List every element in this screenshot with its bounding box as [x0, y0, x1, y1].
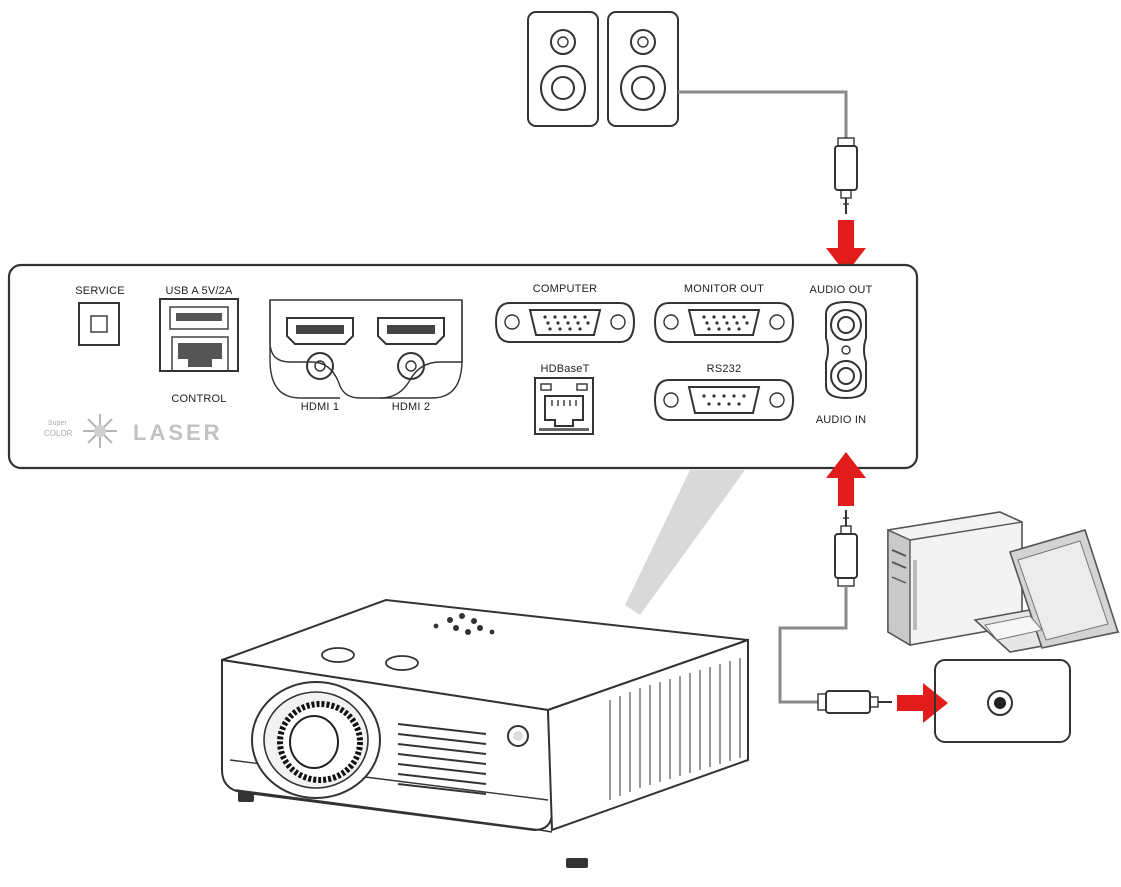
hdmi2-label: HDMI 2 — [392, 401, 430, 413]
audio-group — [825, 300, 867, 400]
control-port — [171, 336, 229, 372]
source-audio-jack — [934, 659, 1071, 743]
logo-super: Super — [48, 420, 67, 427]
monitor-out-label: MONITOR OUT — [684, 283, 764, 295]
computer-label: COMPUTER — [533, 283, 598, 295]
rs232-label: RS232 — [707, 363, 742, 375]
view-beam — [625, 470, 745, 615]
hdmi-group — [269, 299, 463, 399]
audio-in-label: AUDIO IN — [816, 414, 867, 426]
service-label: SERVICE — [75, 285, 125, 297]
front-vents — [397, 723, 487, 795]
audio-out-port — [830, 309, 862, 341]
audio-jack-icon — [834, 137, 858, 214]
audio-out-label: AUDIO OUT — [810, 284, 873, 296]
hdbaset-port — [534, 377, 594, 435]
super-color-laser-logo: Super COLOR LASER — [44, 414, 223, 448]
audio-in-cable — [778, 586, 848, 704]
hdmi1-port — [286, 317, 354, 380]
service-port — [78, 302, 120, 346]
red-arrow-icon — [897, 683, 948, 723]
logo-laser: LASER — [133, 420, 223, 445]
speaker-icon — [527, 11, 599, 127]
rear-panel: SERVICE USB A 5V/2A CONTROL — [7, 263, 919, 470]
speakers — [527, 11, 679, 127]
usb-a-label: USB A 5V/2A — [165, 285, 232, 297]
computer-port — [494, 302, 636, 343]
sunburst-icon — [83, 414, 117, 448]
red-arrow-icon — [826, 220, 866, 274]
hdbaset-label: HDBaseT — [540, 363, 589, 375]
rs232-port — [653, 379, 795, 421]
computer-tower-icon — [887, 511, 1023, 647]
keypad — [433, 613, 495, 635]
projector-icon — [221, 598, 749, 868]
control-label: CONTROL — [171, 393, 226, 405]
speaker-cable — [678, 90, 848, 138]
speaker-icon — [607, 11, 679, 127]
hdmi1-label: HDMI 1 — [301, 401, 339, 413]
audio-jack-icon — [817, 690, 892, 714]
red-arrow-icon — [826, 452, 866, 506]
audio-in-port — [830, 360, 862, 392]
laptop-icon — [973, 529, 1120, 653]
audio-jack-icon — [834, 510, 858, 587]
monitor-out-port — [653, 302, 795, 343]
side-vents — [609, 658, 741, 800]
hdmi2-port — [377, 317, 445, 380]
logo-color: COLOR — [44, 429, 73, 438]
